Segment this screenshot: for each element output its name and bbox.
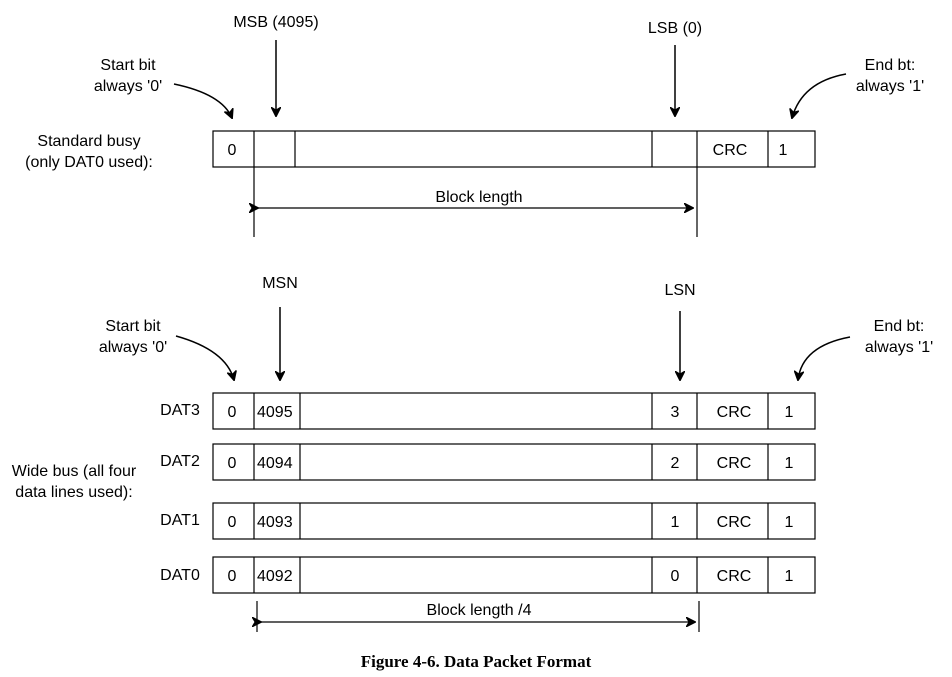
- end-bit-label-line1: End bt:: [865, 57, 916, 74]
- block-length-label: Block length: [435, 189, 522, 206]
- end-bit-cell: 1: [785, 404, 794, 421]
- lsn-label: LSN: [664, 282, 695, 299]
- wide-start-bit-arrow: [175, 335, 234, 380]
- dat2-packet-row: DAT2 0 4094 2 CRC 1: [160, 443, 816, 481]
- msn-cell: 4094: [257, 455, 293, 472]
- lsn-cell: 0: [671, 568, 680, 585]
- standard-bus-section: MSB (4095) LSB (0) Start bit always '0' …: [25, 14, 924, 237]
- dat3-packet-row: DAT3 0 4095 3 CRC 1: [160, 392, 816, 430]
- standard-packet-row: 0 CRC 1: [212, 130, 816, 168]
- msn-cell: 4095: [257, 404, 293, 421]
- msn-cell: 4093: [257, 514, 293, 531]
- end-bit-cell: 1: [785, 568, 794, 585]
- wide-start-bit-label-line2: always '0': [99, 339, 167, 356]
- wide-end-bit-label-line1: End bt:: [874, 318, 925, 335]
- dat0-packet-row: DAT0 0 4092 0 CRC 1: [160, 556, 816, 594]
- end-bit-cell: 1: [785, 455, 794, 472]
- end-bit-cell: 1: [779, 142, 788, 159]
- standard-bus-label-line2: (only DAT0 used):: [25, 154, 153, 171]
- end-bit-label-line2: always '1': [856, 78, 924, 95]
- wide-bus-label-line2: data lines used):: [15, 484, 132, 501]
- start-bit-cell: 0: [228, 455, 237, 472]
- standard-bus-label-line1: Standard busy: [37, 133, 140, 150]
- data-line-label: DAT1: [160, 512, 200, 529]
- msb-label: MSB (4095): [233, 14, 318, 31]
- start-bit-arrow: [173, 83, 232, 118]
- start-bit-cell: 0: [228, 404, 237, 421]
- lsn-cell: 1: [671, 514, 680, 531]
- crc-cell: CRC: [717, 568, 752, 585]
- lsb-label: LSB (0): [648, 20, 702, 37]
- start-bit-label-line2: always '0': [94, 78, 162, 95]
- end-bit-cell: 1: [785, 514, 794, 531]
- crc-cell: CRC: [717, 455, 752, 472]
- dat1-packet-row: DAT1 0 4093 1 CRC 1: [160, 502, 816, 540]
- start-bit-label-line1: Start bit: [100, 57, 156, 74]
- wide-bus-label-line1: Wide bus (all four: [12, 463, 137, 480]
- figure-caption: Figure 4-6. Data Packet Format: [360, 652, 592, 671]
- crc-cell: CRC: [713, 142, 748, 159]
- wide-end-bit-label-line2: always '1': [865, 339, 933, 356]
- wide-bus-section: MSN LSN Start bit always '0' End bt: alw…: [12, 275, 933, 632]
- start-bit-cell: 0: [228, 514, 237, 531]
- data-line-label: DAT2: [160, 453, 200, 470]
- wide-block-length-label: Block length /4: [427, 602, 532, 619]
- crc-cell: CRC: [717, 404, 752, 421]
- wide-end-bit-arrow: [798, 336, 851, 380]
- lsn-cell: 3: [671, 404, 680, 421]
- lsn-cell: 2: [671, 455, 680, 472]
- start-bit-cell: 0: [228, 568, 237, 585]
- wide-start-bit-label-line1: Start bit: [105, 318, 161, 335]
- start-bit-cell: 0: [228, 142, 237, 159]
- msn-cell: 4092: [257, 568, 293, 585]
- msn-label: MSN: [262, 275, 298, 292]
- end-bit-arrow: [792, 73, 847, 118]
- data-line-label: DAT3: [160, 402, 200, 419]
- data-line-label: DAT0: [160, 567, 200, 584]
- crc-cell: CRC: [717, 514, 752, 531]
